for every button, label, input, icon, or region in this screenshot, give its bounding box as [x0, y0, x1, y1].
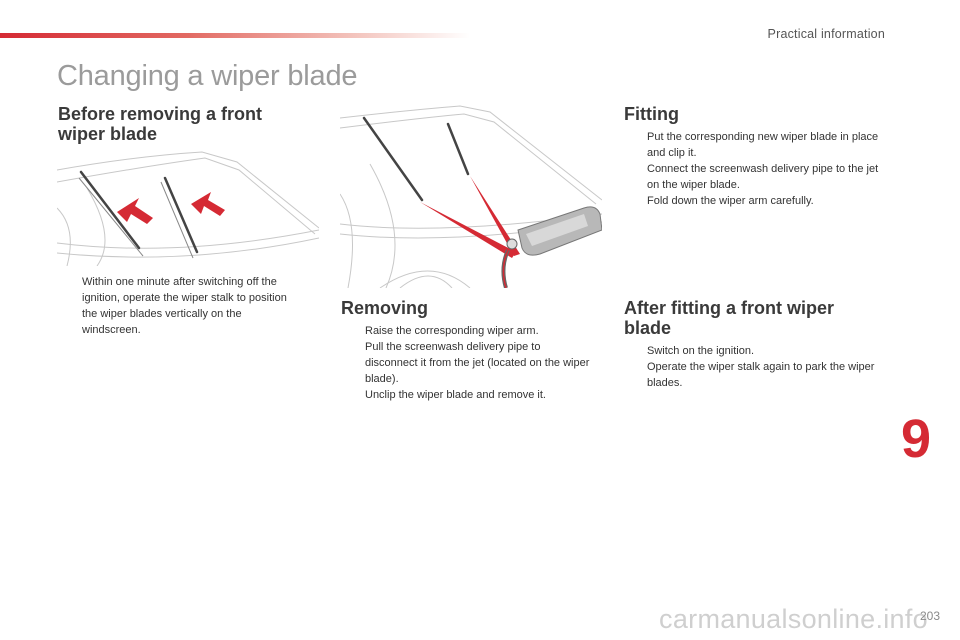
list-item-text: Pull the screenwash delivery pipe to dis…: [365, 341, 590, 385]
after-fitting-list: Switch on the ignition. Operate the wipe…: [624, 343, 884, 391]
removing-list: Raise the corresponding wiper arm. Pull …: [342, 323, 592, 403]
list-item: Connect the screenwash delivery pipe to …: [624, 161, 884, 193]
removing-heading: Removing: [341, 298, 429, 318]
heading-line: wiper blade: [58, 124, 158, 144]
list-item-text: Operate the wiper stalk again to park th…: [647, 361, 875, 389]
list-item: Within one minute after switching off th…: [59, 274, 299, 338]
list-item: Operate the wiper stalk again to park th…: [624, 359, 884, 391]
before-removing-list: Within one minute after switching off th…: [59, 274, 299, 338]
list-item-text: Put the corresponding new wiper blade in…: [647, 131, 879, 159]
fitting-list: Put the corresponding new wiper blade in…: [624, 129, 884, 209]
heading-line: Before removing a front: [58, 104, 263, 124]
after-fitting-heading: After fitting a front wiper blade: [624, 298, 834, 338]
list-item: Switch on the ignition.: [624, 343, 884, 359]
page-number: 203: [919, 609, 940, 623]
before-removing-heading: Before removing a front wiper blade: [58, 104, 262, 144]
section-label: Practical information: [767, 27, 885, 41]
list-item: Pull the screenwash delivery pipe to dis…: [342, 339, 592, 387]
windscreen-illustration: [57, 151, 319, 266]
header-accent-bar: [0, 33, 470, 38]
list-item: Raise the corresponding wiper arm.: [342, 323, 592, 339]
list-item-text: Connect the screenwash delivery pipe to …: [647, 163, 879, 191]
chapter-number: 9: [901, 409, 932, 469]
list-item-text: Fold down the wiper arm carefully.: [647, 195, 814, 207]
heading-line: blade: [624, 318, 672, 338]
list-item: Put the corresponding new wiper blade in…: [624, 129, 884, 161]
list-item-text: Within one minute after switching off th…: [82, 276, 287, 336]
list-item: Unclip the wiper blade and remove it.: [342, 387, 592, 403]
heading-line: After fitting a front wiper: [624, 298, 834, 318]
page-title: Changing a wiper blade: [57, 60, 358, 92]
list-item-text: Switch on the ignition.: [647, 345, 755, 357]
list-item-text: Raise the corresponding wiper arm.: [365, 325, 539, 337]
list-item: Fold down the wiper arm carefully.: [624, 193, 884, 209]
wiper-removal-illustration: [340, 105, 602, 288]
list-item-text: Unclip the wiper blade and remove it.: [365, 389, 546, 401]
watermark: carmanualsonline.info: [659, 604, 928, 634]
fitting-heading: Fitting: [624, 104, 679, 124]
